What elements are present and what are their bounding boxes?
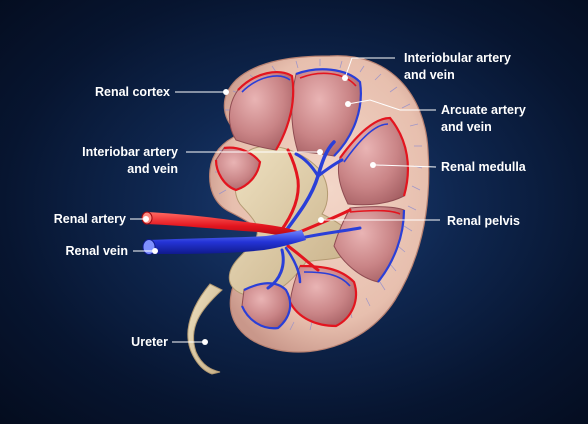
interlobar-vessels [266,140,362,290]
label-renal-vein: Renal vein [65,244,128,258]
leader-lines [130,57,440,343]
label-renal-artery: Renal artery [53,212,126,226]
label-ureter: Ureter [131,335,168,349]
label-arcuate-artery-vein: Arcuate artery and vein [441,103,526,134]
label-interlobular-artery-vein: Interiobular artery and vein [404,51,511,82]
ureter-shape [187,283,223,375]
renal-artery-vessel [146,212,300,240]
label-renal-pelvis: Renal pelvis [447,214,520,228]
renal-vein-vessel [148,230,306,254]
label-renal-cortex: Renal cortex [94,85,170,99]
label-renal-medulla: Renal medulla [441,160,526,174]
arcuate-vessels [214,68,410,330]
label-interlobar-artery-vein: Interiobar artery and vein [82,145,178,176]
leader-dots [143,75,376,345]
renal-medulla-pyramids [215,68,409,329]
